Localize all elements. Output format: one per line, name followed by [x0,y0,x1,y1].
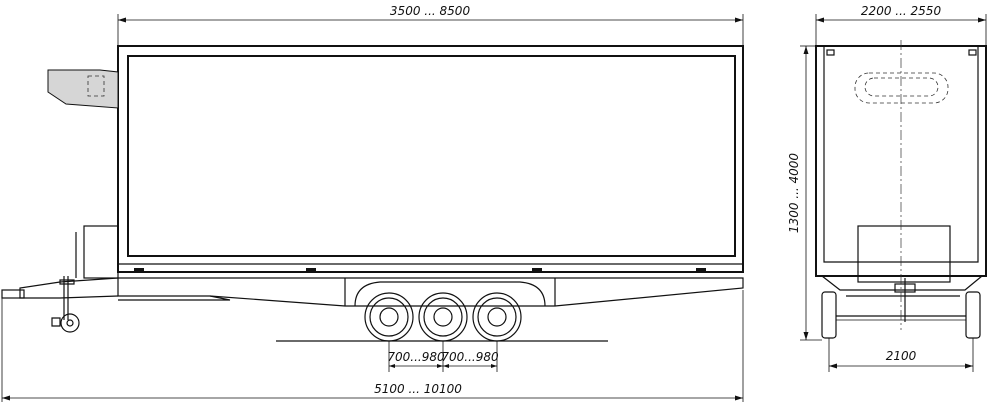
box-panel [127,55,736,257]
wheel-3 [472,292,522,342]
front-toolbox [83,225,119,279]
body-width-arrow-left [816,17,824,23]
drawbar-lower [118,295,231,301]
marker-light-2 [306,268,316,272]
rear-lower-box [857,225,951,283]
wheel-2 [418,292,468,342]
rear-view: 2200 ... 2550 1300 ... 4000 2100 [787,4,987,372]
marker-light-1 [134,268,144,272]
overall-arrow-right [735,395,743,401]
body-length-label: 3500 ... 8500 [390,4,471,18]
axle-dim-arrow-b [437,364,443,368]
rear-wheel-right [965,291,981,339]
hitch-coupler [1,289,25,299]
axle-dim-arrow-d [491,364,497,368]
jockey-hub [66,319,74,327]
jockey-wheel [60,313,80,333]
box-outer-frame [117,45,744,273]
axle-spacing-1-label: 700...980 [387,350,445,364]
body-length-arrow-right [735,17,743,23]
track-width-label: 2100 [886,349,917,363]
jockey-clamp [59,279,75,285]
wheel-arch [354,281,546,307]
side-view: 700...980 700...980 3500 ... 8500 5100 .… [1,4,744,402]
body-width-label: 2200 ... 2550 [861,4,942,18]
track-arrow-right [965,363,973,369]
rear-wheel-left [821,291,837,339]
chassis-frame [117,277,744,307]
overall-arrow-left [2,395,10,401]
height-arrow-top [803,46,809,54]
body-width-arrow-right [978,17,986,23]
body-height-label: 1300 ... 4000 [787,153,801,234]
rear-corner-mark-right [968,49,977,56]
drawbar [19,277,119,299]
rear-corner-mark-left [826,49,835,56]
track-arrow-left [829,363,837,369]
rear-window-outer [854,72,949,104]
front-unit-grey [47,69,119,109]
front-unit-detail [87,75,105,97]
jockey-handle [51,317,61,327]
axle-spacing-2-label: 700...980 [441,350,499,364]
body-length-arrow-left [118,17,126,23]
height-arrow-bottom [803,332,809,340]
axle-dim-arrow-c [443,364,449,368]
axle-dim-arrow-a [389,364,395,368]
rear-window-inner [864,77,939,97]
rear-chassis [821,275,983,291]
overall-length-label: 5100 ... 10100 [374,382,462,396]
marker-light-3 [532,268,542,272]
wheel-1 [364,292,414,342]
marker-light-4 [696,268,706,272]
